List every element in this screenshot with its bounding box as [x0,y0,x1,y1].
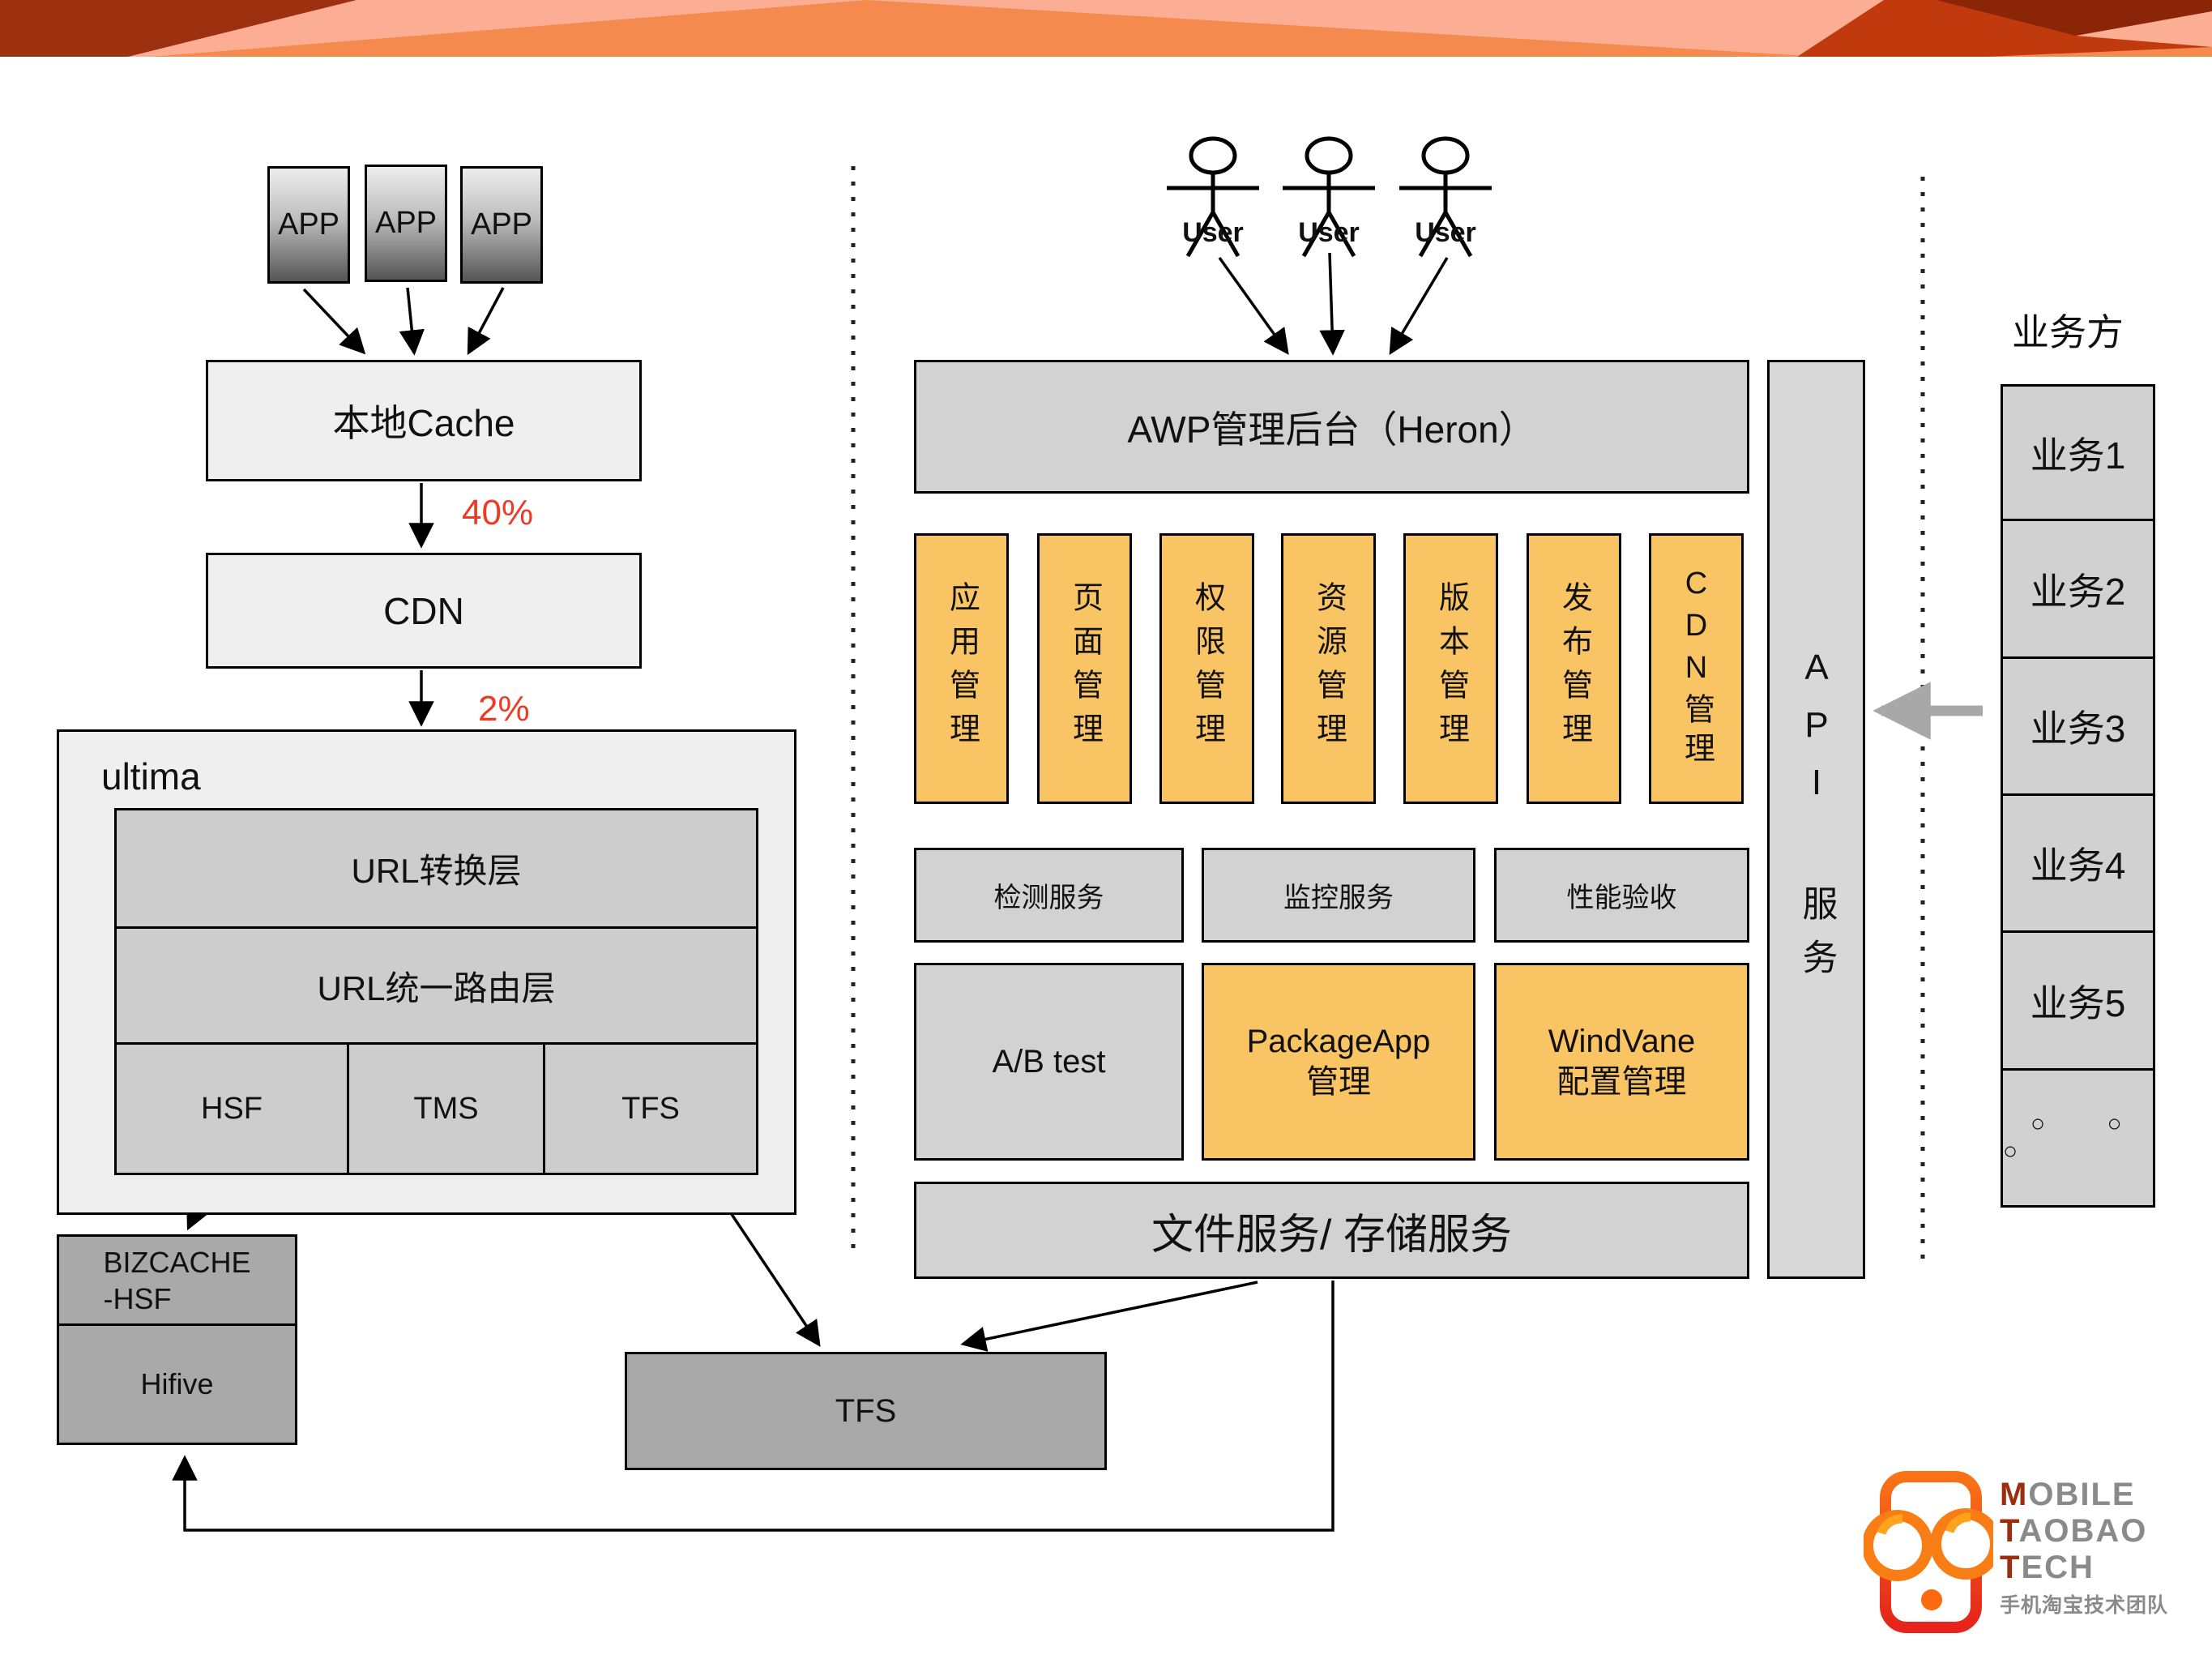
banner-graphic [0,0,2212,57]
local-cache-box: 本地Cache [206,360,642,481]
logo-line: MOBILE [2000,1477,2136,1512]
logo-wordmark: MOBILE TAOBAO TECH 手机淘宝技术团队 [2000,1477,2168,1618]
business-cell: 业务3 [2001,659,2155,796]
tms-cell: TMS [347,1045,543,1173]
logo-line: TAOBAO [2000,1513,2148,1549]
detect-service-box: 检测服务 [914,848,1184,943]
tfs-storage-box: TFS [625,1352,1107,1470]
business-cell: 业务1 [2001,384,2155,521]
tfs-cell: TFS [543,1045,756,1173]
ab-test-box: A/B test [914,963,1184,1161]
business-cell: 业务5 [2001,933,2155,1071]
business-cell: 业务2 [2001,521,2155,659]
ellipsis-dots: ○ ○ ○ [2003,1110,2150,1165]
mgmt-column-resource: 资源管理 [1281,533,1376,804]
user-label: User [1415,217,1476,248]
app-box: APP [267,166,350,284]
business-column: 业务1 业务2 业务3 业务4 业务5 ○ ○ ○ [2001,384,2155,1208]
hsf-cell: HSF [201,1091,263,1126]
bizcache-hsf-box: BIZCACHE -HSF [103,1245,251,1315]
app-box: APP [365,165,447,282]
app-box: APP [460,166,543,284]
app-label: APP [470,207,533,242]
logo-subtitle: 手机淘宝技术团队 [2000,1594,2169,1617]
performance-check-box: 性能验收 [1494,848,1749,943]
percent-40-label: 40% [462,493,534,532]
mgmt-column-cdn: CDN管理 [1649,533,1744,804]
ultima-layer-stack: URL转换层 URL统一路由层 HSF TMS TFS [114,808,758,1175]
user-label: User [1298,217,1360,248]
app-label: APP [374,206,438,240]
windvane-config-box: WindVane 配置管理 [1494,963,1749,1161]
mgmt-column-permission: 权限管理 [1159,533,1254,804]
monitor-service-box: 监控服务 [1202,848,1475,943]
user-label: User [1182,217,1244,248]
logo-phone-icon [1864,1471,1993,1633]
hifive-box: Hifive [59,1323,295,1443]
url-route-layer: URL统一路由层 [117,926,756,1042]
api-service-bar: API 服务 [1767,360,1865,1279]
app-label: APP [277,207,340,242]
mgmt-column-release: 发布管理 [1527,533,1621,804]
file-service-box: 文件服务/ 存储服务 [914,1182,1749,1279]
bizcache-group: BIZCACHE -HSF Hifive [57,1234,297,1445]
cdn-box: CDN [206,553,642,669]
logo-line: TECH [2000,1550,2095,1585]
business-side-title: 业务方 [2012,311,2124,353]
business-cell: 业务4 [2001,796,2155,933]
packageapp-mgmt-box: PackageApp 管理 [1202,963,1475,1161]
mgmt-column-version: 版本管理 [1403,533,1498,804]
mgmt-column-page: 页面管理 [1037,533,1132,804]
ultima-bottom-row: HSF TMS TFS [117,1042,756,1173]
percent-2-label: 2% [478,689,530,729]
awp-admin-box: AWP管理后台（Heron） [914,360,1749,494]
url-convert-layer: URL转换层 [351,852,522,890]
ultima-title: ultima [101,755,201,797]
business-more-cell: ○ ○ ○ [2001,1071,2155,1208]
mgmt-column-app: 应用管理 [914,533,1009,804]
